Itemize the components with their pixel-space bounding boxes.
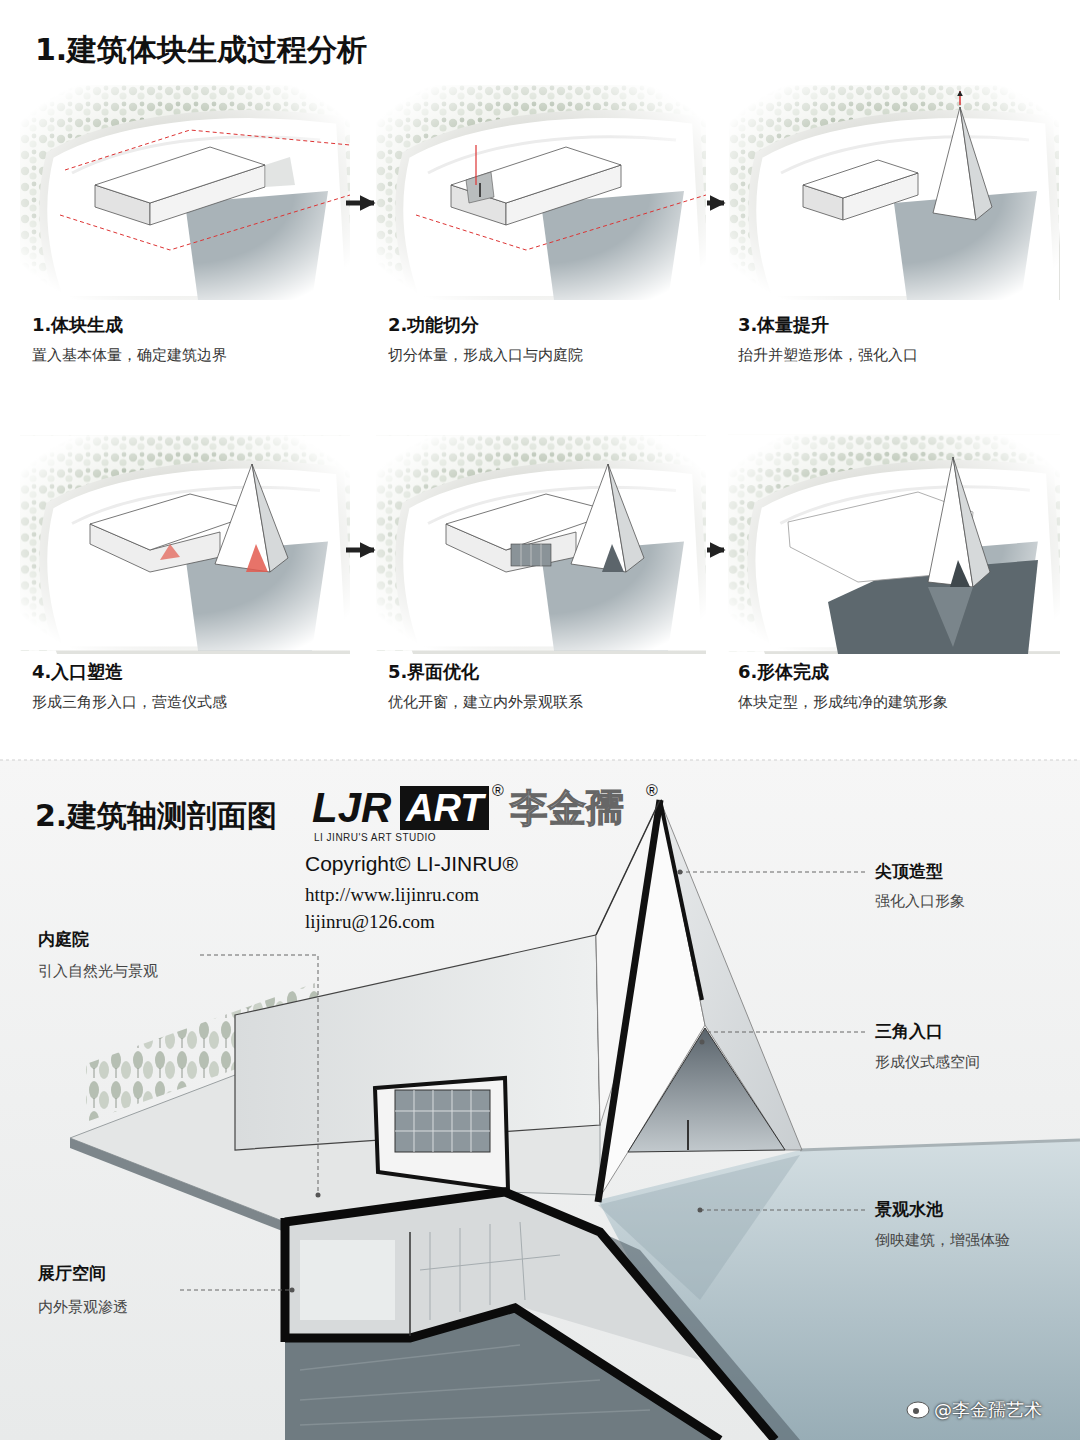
callout-text: 倒映建筑，增强体验	[875, 1231, 1010, 1250]
step-description: 形成三角形入口，营造仪式感	[22, 692, 342, 712]
logo-subtitle: LI JINRU'S ART STUDIO	[314, 832, 436, 843]
callout-text: 形成仪式感空间	[875, 1053, 980, 1072]
step-description: 切分体量，形成入口与内庭院	[378, 345, 703, 365]
step-panel: 5.界面优化优化开窗，建立内外景观联系	[378, 432, 703, 720]
step-description: 优化开窗，建立内外景观联系	[378, 692, 703, 712]
step-heading: 5.界面优化	[378, 660, 703, 684]
callout-text: 强化入口形象	[875, 892, 965, 911]
watermark-url: http://www.lijinru.com	[305, 884, 479, 906]
step-heading: 2.功能切分	[378, 313, 703, 337]
flow-arrow	[346, 201, 374, 206]
step-description: 体块定型，形成纯净的建筑形象	[728, 692, 1058, 712]
watermark: @李金孺艺术	[934, 1398, 1042, 1422]
logo-mark: LJR	[312, 786, 391, 830]
step-description: 抬升并塑造形体，强化入口	[728, 345, 1058, 365]
flow-arrow	[707, 548, 724, 553]
step-panel: 2.功能切分切分体量，形成入口与内庭院	[378, 85, 703, 373]
flow-arrow	[346, 548, 374, 553]
flow-arrow	[707, 201, 724, 206]
watermark: 李金孺	[510, 786, 624, 830]
section-title: 2.建筑轴测剖面图	[35, 796, 277, 837]
callout-heading: 景观水池	[875, 1198, 943, 1221]
callout-heading: 展厅空间	[38, 1262, 106, 1285]
step-panel: 3.体量提升抬升并塑造形体，强化入口	[728, 85, 1058, 373]
copyright-note: Copyright© LI-JINRU®	[305, 852, 518, 876]
page-title: 1.建筑体块生成过程分析	[35, 30, 367, 71]
step-panel: 1.体块生成置入基本体量，确定建筑边界	[22, 85, 342, 373]
registered-mark: ®	[646, 782, 658, 800]
step-panel: 4.入口塑造形成三角形入口，营造仪式感	[22, 432, 342, 720]
registered-mark: ®	[492, 782, 504, 800]
callout-text: 内外景观渗透	[38, 1298, 128, 1317]
watermark-email: lijinru@126.com	[305, 911, 435, 933]
step-heading: 3.体量提升	[728, 313, 1058, 337]
step-heading: 6.形体完成	[728, 660, 1058, 684]
step-heading: 4.入口塑造	[22, 660, 342, 684]
callout-heading: 尖顶造型	[875, 860, 943, 883]
step-heading: 1.体块生成	[22, 313, 342, 337]
callout-heading: 三角入口	[875, 1020, 943, 1043]
callout-text: 引入自然光与景观	[38, 962, 158, 981]
step-description: 置入基本体量，确定建筑边界	[22, 345, 342, 365]
logo-mark: ART	[400, 786, 489, 830]
step-panel: 6.形体完成体块定型，形成纯净的建筑形象	[728, 432, 1058, 720]
callout-heading: 内庭院	[38, 928, 89, 951]
